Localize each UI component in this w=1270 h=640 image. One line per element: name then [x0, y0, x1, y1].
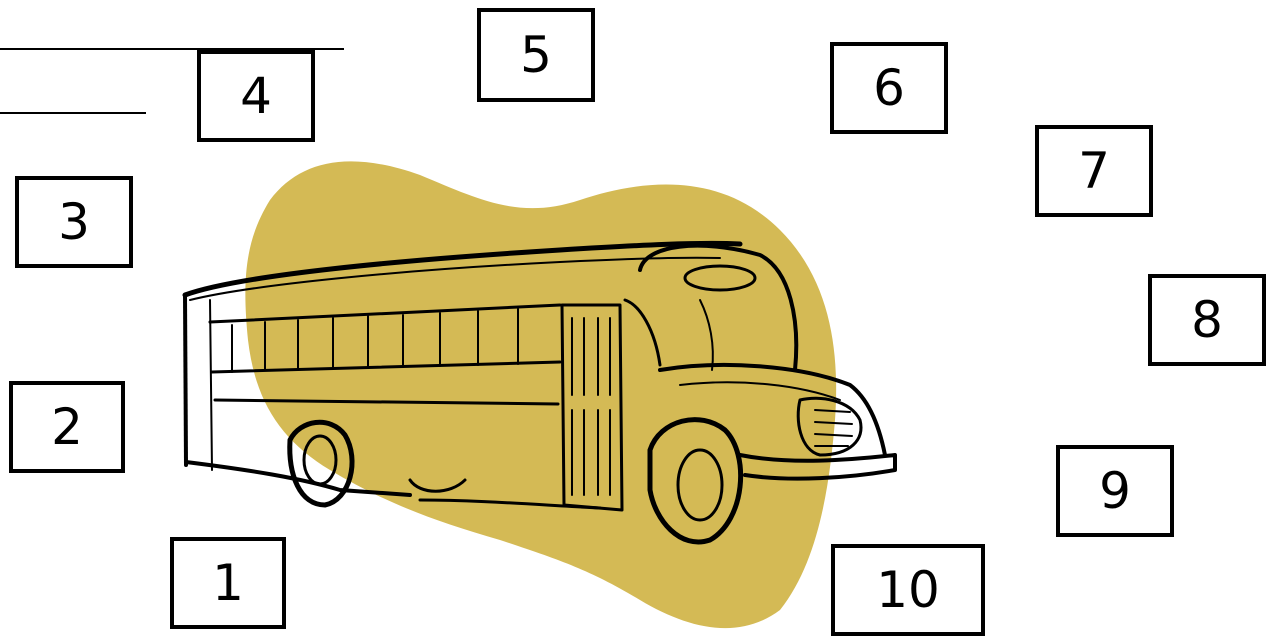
- label-box-8: 8: [1148, 274, 1266, 366]
- label-box-2: 2: [9, 381, 125, 473]
- label-box-6: 6: [830, 42, 948, 134]
- label-box-10: 10: [831, 544, 985, 636]
- label-box-4: 4: [197, 50, 315, 142]
- blob-shape: [245, 161, 836, 628]
- label-box-5: 5: [477, 8, 595, 102]
- label-box-7: 7: [1035, 125, 1153, 217]
- label-box-9: 9: [1056, 445, 1174, 537]
- label-box-3: 3: [15, 176, 133, 268]
- label-box-1: 1: [170, 537, 286, 629]
